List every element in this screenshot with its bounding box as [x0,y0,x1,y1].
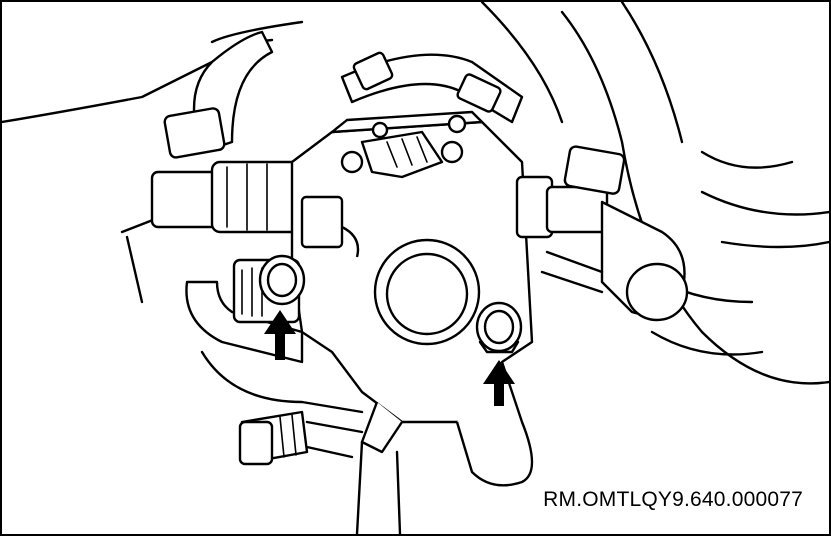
left-mounting-bolt [232,254,306,324]
lower-outlet-hose [355,440,402,534]
arrow-up-icon [483,360,515,406]
valve-body [290,110,534,487]
left-hose-assembly [150,30,304,234]
arrow-up-icon [264,310,296,360]
figure-reference-code: RM.OMTLQY9.640.000077 [543,488,803,511]
right-hose-assembly [515,145,689,322]
right-mounting-bolt [475,301,523,354]
top-hose [340,51,524,124]
